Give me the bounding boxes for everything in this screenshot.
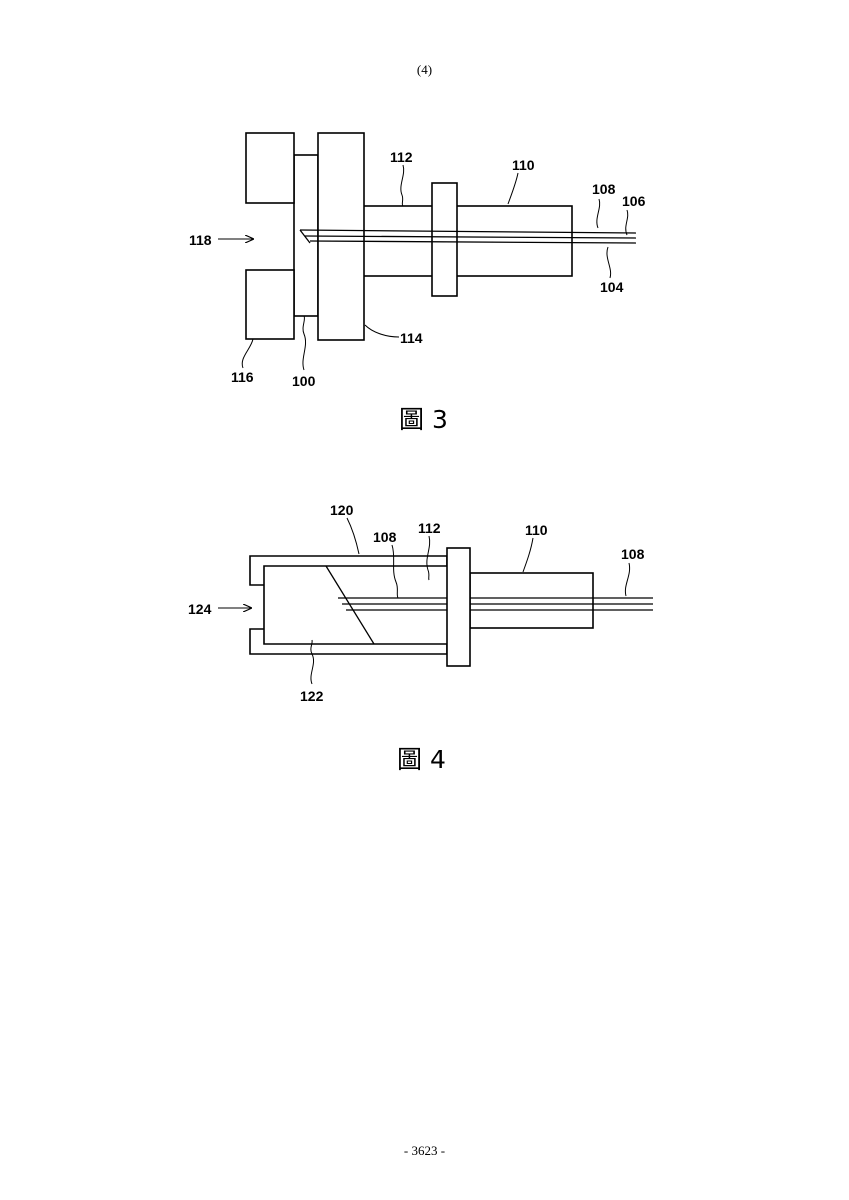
leader-108-right <box>625 563 629 596</box>
leader-110 <box>523 538 533 572</box>
page-footer: - 3623 - <box>0 1143 849 1159</box>
figure-4: 120 108 112 110 108 124 122 圖 4 <box>0 0 849 800</box>
ref-112: 112 <box>418 520 441 536</box>
ref-108-right: 108 <box>621 546 645 562</box>
ref-120: 120 <box>330 502 354 518</box>
flange <box>447 548 470 666</box>
ref-110: 110 <box>525 522 548 538</box>
tube-body-110 <box>470 573 593 628</box>
wedge-122-edge <box>326 566 374 644</box>
ref-122: 122 <box>300 688 324 704</box>
leader-120 <box>347 518 359 554</box>
ref-108-upper: 108 <box>373 529 397 545</box>
leader-108-upper <box>392 545 398 598</box>
figure-4-caption: 圖 4 <box>397 745 446 774</box>
housing-120 <box>250 556 447 654</box>
ref-124: 124 <box>188 601 212 617</box>
